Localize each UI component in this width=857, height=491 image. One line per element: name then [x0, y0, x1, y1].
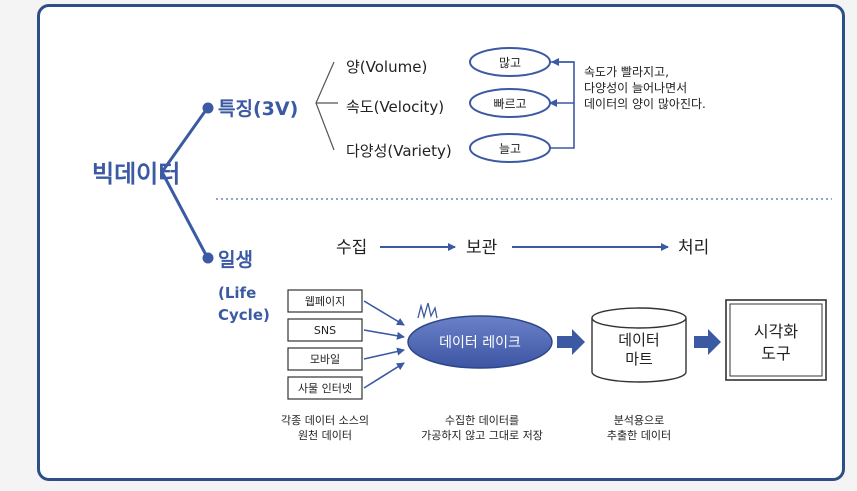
feature-note-line1: 속도가 빨라지고,	[584, 65, 669, 79]
caption-lake-2: 가공하지 않고 그대로 저장	[421, 428, 543, 442]
source-iot-label: 사물 인터넷	[298, 382, 352, 395]
feature-note-line2: 다양성이 늘어나면서	[584, 81, 687, 95]
feedback-bracket	[550, 61, 575, 149]
viz-label-1: 시각화	[754, 322, 798, 341]
source-sns: SNS	[287, 318, 363, 342]
source-sns-label: SNS	[314, 324, 336, 337]
feature-variety: 다양성(Variety)	[346, 142, 452, 160]
caption-mart-1: 분석용으로	[614, 414, 665, 427]
node-dot-features	[202, 102, 214, 114]
node-dot-lifecycle	[202, 252, 214, 264]
feature-note-line3: 데이터의 양이 많아진다.	[584, 97, 706, 111]
oval-velocity-label: 빠르고	[493, 97, 526, 111]
arrow-mart-to-viz	[694, 329, 721, 355]
fan-lines	[315, 61, 338, 151]
data-mart-cylinder: 데이터 마트	[591, 307, 687, 383]
feature-velocity: 속도(Velocity)	[346, 98, 444, 116]
caption-sources-1: 각종 데이터 소스의	[281, 414, 369, 427]
viz-label-2: 도구	[761, 344, 790, 363]
branch-features	[160, 109, 208, 173]
source-iot: 사물 인터넷	[287, 376, 363, 400]
caption-mart-2: 추출한 데이터	[607, 429, 671, 442]
stage-collect: 수집	[336, 238, 367, 258]
lifecycle-heading-3: Cycle)	[218, 306, 270, 324]
feature-volume: 양(Volume)	[346, 58, 427, 76]
data-mart-label-1: 데이터	[618, 331, 659, 349]
data-mart-label-2: 마트	[625, 350, 653, 368]
source-arrows	[363, 300, 405, 389]
visualization-tool: 시각화 도구	[725, 299, 827, 381]
stage-process: 처리	[678, 238, 709, 258]
diagram-card	[37, 4, 845, 481]
source-mobile: 모바일	[287, 347, 363, 371]
branch-lifecycle	[160, 171, 208, 256]
source-mobile-label: 모바일	[310, 352, 340, 366]
stage-store: 보관	[466, 238, 497, 258]
lifecycle-heading-2: (Life	[218, 284, 256, 302]
source-web: 웹페이지	[287, 289, 363, 313]
data-lake: 데이터 레이크	[407, 302, 553, 369]
arrow-lake-to-mart	[557, 329, 585, 355]
source-web-label: 웹페이지	[305, 295, 345, 308]
oval-variety-label: 늘고	[499, 142, 521, 156]
caption-sources-2: 원천 데이터	[298, 428, 352, 442]
caption-lake-1: 수집한 데이터를	[445, 414, 519, 427]
lifecycle-heading-1: 일생	[218, 249, 253, 271]
features-heading: 특징(3V)	[218, 98, 298, 120]
oval-volume-label: 많고	[499, 56, 521, 70]
data-lake-label: 데이터 레이크	[439, 335, 521, 351]
